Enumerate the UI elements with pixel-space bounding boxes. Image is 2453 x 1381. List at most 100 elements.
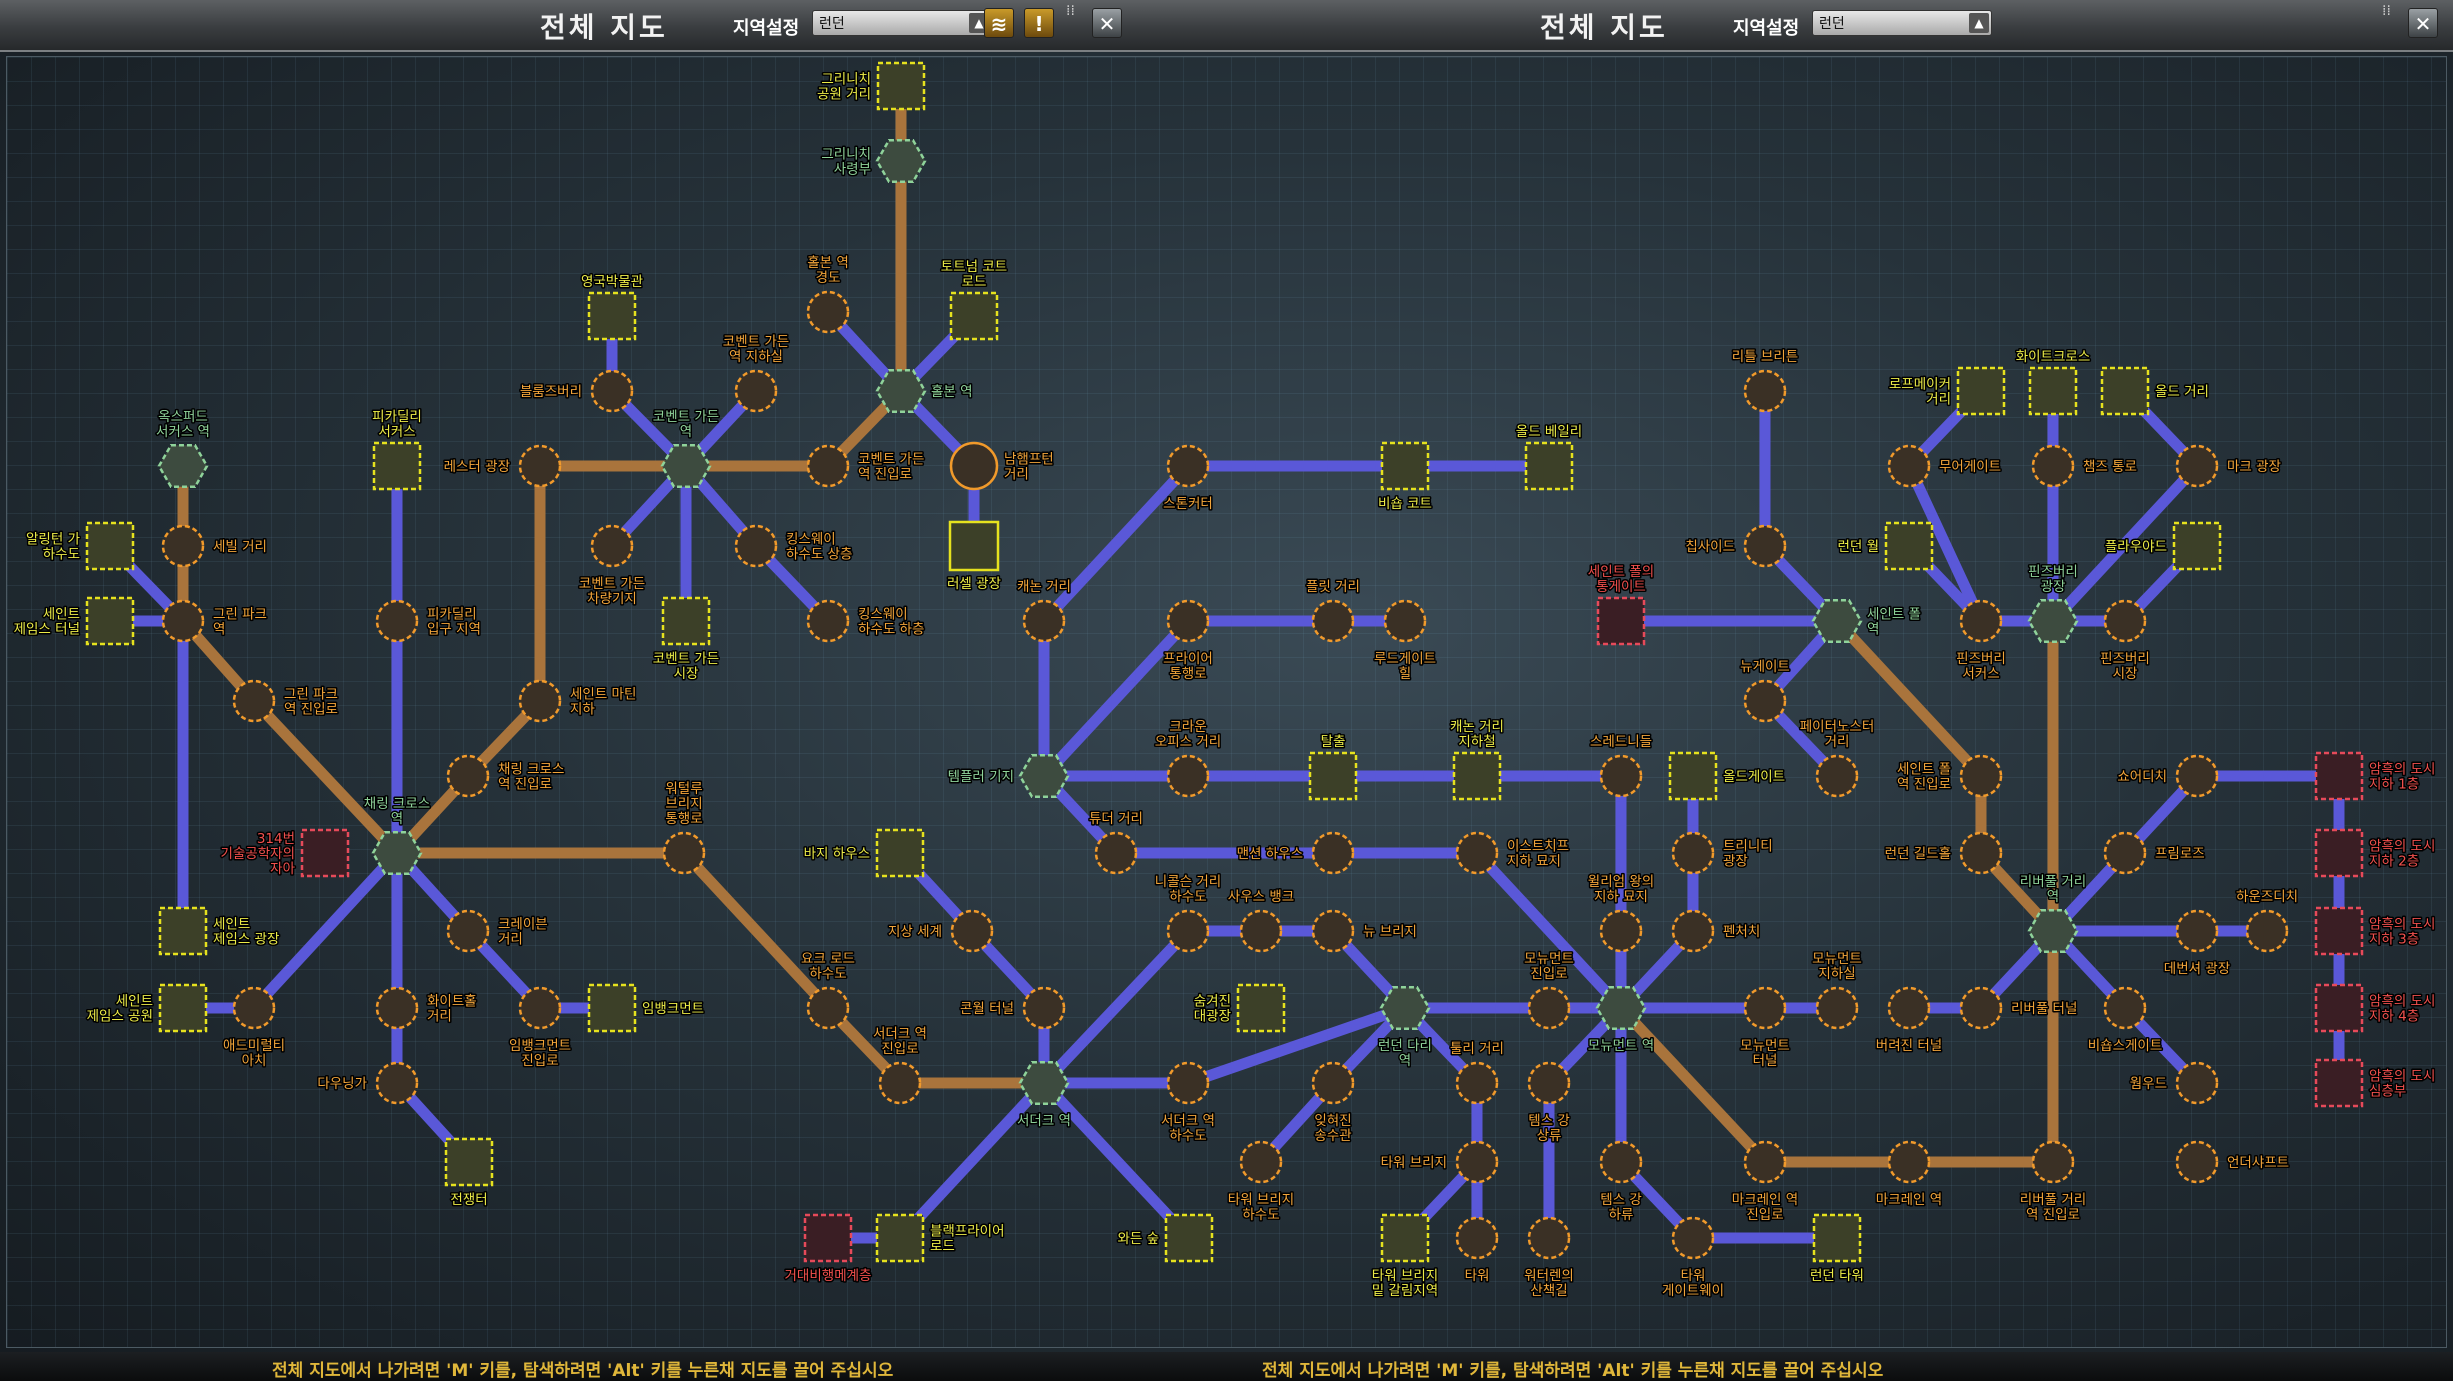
region-dropdown-duplicate[interactable]: 런던 ▲ bbox=[1812, 10, 1992, 36]
map-node-london-wall[interactable]: 런던 월 bbox=[1836, 521, 1934, 571]
map-node-russell[interactable]: 러셀 광장 bbox=[946, 520, 1002, 594]
map-node-mark-sq[interactable]: 마크 광장 bbox=[2175, 444, 2282, 488]
map-node-moorgate[interactable]: 무어게이트 bbox=[1887, 444, 2003, 488]
map-node-new-bridge[interactable]: 뉴 브리지 bbox=[1311, 909, 1418, 953]
map-node-savile[interactable]: 세빌 거리 bbox=[161, 524, 268, 568]
map-node-giant-bridge[interactable]: 거대비행메계층 bbox=[783, 1213, 873, 1286]
chevron-up-icon[interactable]: ▲ bbox=[1969, 13, 1989, 33]
map-node-mansion[interactable]: 맨션 하우스 bbox=[1235, 831, 1355, 875]
map-node-shoreditch[interactable]: 쇼어디치 bbox=[2116, 754, 2219, 798]
map-node-threadneedle[interactable]: 스레드니들 bbox=[1588, 733, 1654, 798]
map-node-bishop[interactable]: 비숍 코트 bbox=[1377, 441, 1433, 514]
map-node-old-street[interactable]: 올드 거리 bbox=[2100, 366, 2210, 416]
map-node-holborn[interactable]: 홀본 역 bbox=[875, 368, 974, 414]
map-node-playroad[interactable]: 플라우야드 bbox=[2103, 521, 2222, 571]
map-node-tudor[interactable]: 튜더 거리 bbox=[1088, 810, 1144, 875]
map-viewport[interactable] bbox=[6, 56, 2447, 1348]
map-node-monument[interactable]: 모뉴먼트 역 bbox=[1586, 985, 1656, 1056]
map-node-tooley[interactable]: 툴리 거리 bbox=[1449, 1040, 1505, 1105]
map-node-london-tower[interactable]: 런던 타워 bbox=[1809, 1213, 1865, 1286]
map-node-barge[interactable]: 바지 하우스 bbox=[802, 828, 925, 878]
map-node-southwark[interactable]: 서더크 역 bbox=[1016, 1060, 1072, 1131]
map-node-mark-lane[interactable]: 마크레인 역 bbox=[1874, 1140, 1944, 1210]
region-dropdown[interactable]: 런던 ▲ bbox=[812, 10, 992, 36]
exclamation-icon[interactable]: ! bbox=[1024, 8, 1054, 38]
map-node-temple[interactable]: 템플러 기지 bbox=[946, 753, 1070, 799]
map-node-whitecross[interactable]: 화이트크로스 bbox=[2014, 348, 2092, 416]
map-node-cornwall[interactable]: 콘월 터널 bbox=[959, 986, 1066, 1030]
map-node-cheapside[interactable]: 칩사이드 bbox=[1684, 524, 1787, 568]
map-node-guild[interactable]: 런던 길드홀 bbox=[1883, 831, 2003, 875]
map-node-primrose[interactable]: 프림로즈 bbox=[2103, 831, 2206, 875]
map-node-cannon[interactable]: 캐논 거리 bbox=[1016, 578, 1072, 643]
map-node-newgate[interactable]: 뉴게이트 bbox=[1739, 658, 1791, 723]
map-node-leicester[interactable]: 레스터 광장 bbox=[442, 444, 562, 488]
map-node-old-bailey[interactable]: 올드 베일리 bbox=[1514, 423, 1584, 491]
map-node-underground-world[interactable]: 지상 세계 bbox=[887, 909, 994, 953]
map-node-fleet[interactable]: 플릿 거리 bbox=[1305, 578, 1361, 643]
map-node-forgotten-t2[interactable]: 버려진 터널 bbox=[1874, 986, 1944, 1056]
map-node-undershaft[interactable]: 언더샤프트 bbox=[2175, 1140, 2291, 1184]
map-node-embankment[interactable]: 임뱅크먼트 bbox=[587, 983, 706, 1033]
map-node-sauce-bank[interactable]: 사우스 뱅크 bbox=[1226, 888, 1296, 953]
map-node-tower[interactable]: 타워 bbox=[1455, 1216, 1499, 1286]
close-icon[interactable]: ✕ bbox=[1092, 8, 1122, 38]
map-node-tower-bridge[interactable]: 타워 브리지 bbox=[1379, 1140, 1499, 1184]
map-node-downing[interactable]: 다우닝가 bbox=[316, 1061, 419, 1105]
map-node-houndsditch[interactable]: 하운즈디치 bbox=[2234, 888, 2300, 953]
map-node-wooden[interactable]: 와든 숲 bbox=[1116, 1213, 1214, 1263]
